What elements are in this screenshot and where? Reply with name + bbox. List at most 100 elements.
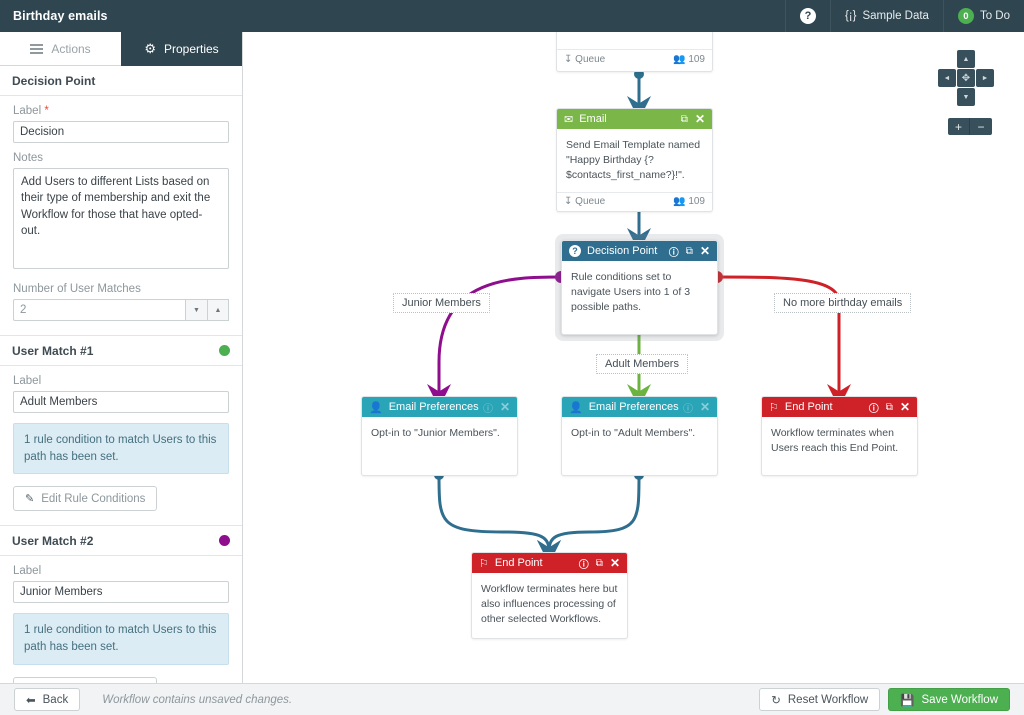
panel-section-title: Decision Point [0,66,242,96]
download-arrow-icon: ↧ [564,196,573,208]
user-match-1-label-caption: Label [13,375,42,387]
info-icon[interactable]: ⓘ [682,403,693,415]
back-button[interactable]: ⬅ Back [14,688,81,711]
node-decision-body: Rule conditions set to navigate Users in… [571,271,691,314]
node-partial-top[interactable]: ↧ Queue 👥 109 [556,32,713,72]
braces-icon: {¡} [844,10,857,22]
pan-center-icon[interactable]: ✥ [957,69,975,87]
edge-label-adult-members[interactable]: Adult Members [596,354,688,374]
users-icon: 👥 [673,196,686,208]
pan-right-button[interactable]: ► [976,69,994,87]
hamburger-icon [30,42,44,56]
pan-left-button[interactable]: ◄ [938,69,956,87]
header-spacer [108,0,785,32]
divider-1 [0,335,242,336]
node-decision-title: Decision Point [587,245,658,257]
label-input[interactable] [13,121,229,143]
zoom-controls: + − [948,118,992,135]
tab-actions[interactable]: Actions [0,32,121,66]
stepper-up-icon[interactable]: ▲ [207,299,229,321]
user-icon: 👤 [569,401,583,414]
question-mark-icon: ? [569,245,581,257]
user-match-1-edit-rules-button[interactable]: ✎ Edit Rule Conditions [13,486,158,512]
stepper-down-icon[interactable]: ▼ [185,299,207,321]
todo-label: To Do [979,10,1010,22]
node-prefs-junior-body: Opt-in to "Junior Members". [371,427,500,439]
node-email[interactable]: ✉ Email ⧉ ✕ Send Email Template named "H… [556,108,713,212]
page-title: Birthday emails [13,9,108,23]
user-icon: 👤 [369,401,383,414]
unsaved-changes-message: Workflow contains unsaved changes. [102,693,293,706]
node-email-preferences-junior[interactable]: 👤 Email Preferences ⓘ ✕ Opt-in to "Junio… [361,396,518,476]
user-match-2-color-dot [219,535,230,547]
copy-icon[interactable]: ⧉ [885,401,893,413]
sample-data-button[interactable]: {¡} Sample Data [829,0,943,32]
email-queue-count: 109 [688,196,705,208]
node-email-title: Email [579,113,607,125]
back-label: Back [42,693,69,706]
info-icon[interactable]: ⓘ [868,403,879,415]
node-end-point-right[interactable]: ⚐ End Point ⓘ ⧉ ✕ Workflow terminates wh… [761,396,918,476]
user-match-2-title: User Match #2 [12,533,94,548]
required-asterisk: * [44,105,49,117]
user-match-2-label-caption: Label [13,565,42,578]
node-decision-point[interactable]: ? Decision Point ⓘ ⧉ ✕ Rule conditions s… [561,240,718,335]
help-button[interactable]: ? [784,0,830,32]
info-icon[interactable]: ⓘ [668,247,679,259]
node-endpoint-right-actions: ⓘ ⧉ ✕ [869,400,910,415]
node-email-preferences-adult[interactable]: 👤 Email Preferences ⓘ ✕ Opt-in to "Adult… [561,396,718,476]
workflow-canvas[interactable]: ↧ Queue 👥 109 ✉ Email ⧉ ✕ Send Email Tem… [243,32,1024,683]
pan-down-button[interactable]: ▼ [957,88,975,106]
divider-2 [0,525,242,527]
section-title-text: Decision Point [12,73,96,88]
matches-input[interactable] [13,299,185,321]
pan-up-button[interactable]: ▲ [957,50,975,68]
node-endpoint-bottom-body: Workflow terminates here but also influe… [481,583,618,626]
edge-label-junior-members[interactable]: Junior Members [393,293,490,313]
node-decision-header: ? Decision Point ⓘ ⧉ ✕ [562,241,717,261]
partial-queue-count: 109 [688,53,705,65]
properties-panel: Actions ⚙ Properties Decision Point Labe… [0,32,243,683]
close-icon[interactable]: ✕ [499,400,510,414]
close-icon[interactable]: ✕ [699,244,710,258]
copy-icon[interactable]: ⧉ [595,557,603,569]
user-match-1-label-input[interactable] [13,391,229,413]
edge-label-no-more-birthday-emails[interactable]: No more birthday emails [774,293,912,313]
save-workflow-button[interactable]: 💾 Save Workflow [888,688,1010,711]
info-icon[interactable]: ⓘ [482,403,493,415]
close-icon[interactable]: ✕ [699,400,710,414]
user-match-1-label-group: Label [0,375,242,413]
user-match-2-edit-rules-button[interactable]: ✎ Edit Rule Conditions [13,676,158,683]
save-label: Save Workflow [921,693,998,706]
download-arrow-icon: ↧ [564,53,573,65]
user-match-1-color-dot [219,345,230,356]
node-end-point-bottom[interactable]: ⚐ End Point ⓘ ⧉ ✕ Workflow terminates he… [471,552,628,639]
floppy-disk-icon: 💾 [900,694,915,707]
node-email-body: Send Email Template named "Happy Birthda… [566,139,701,182]
notes-caption: Notes [13,152,44,164]
user-match-1-title: User Match #1 [12,343,94,358]
partial-count-wrap: 👥 109 [673,54,705,65]
node-prefs-junior-header: 👤 Email Preferences ⓘ ✕ [362,397,517,417]
reset-workflow-button[interactable]: ↻ Reset Workflow [759,688,881,711]
matches-field-group: Number of User Matches ▼ ▲ [0,283,242,321]
queue-label-wrap: ↧ Queue [564,54,605,65]
copy-icon[interactable]: ⧉ [685,245,693,257]
zoom-out-button[interactable]: − [970,118,992,135]
info-icon[interactable]: ⓘ [578,559,589,571]
copy-icon[interactable]: ⧉ [680,113,688,125]
node-prefs-adult-body: Opt-in to "Adult Members". [571,427,696,439]
node-endpoint-right-header: ⚐ End Point ⓘ ⧉ ✕ [762,397,917,417]
user-match-2-label-input[interactable] [13,581,229,604]
zoom-in-button[interactable]: + [948,118,970,135]
tab-properties[interactable]: ⚙ Properties [121,32,242,66]
close-icon[interactable]: ✕ [899,400,910,414]
node-prefs-junior-actions: ⓘ ✕ [483,400,510,415]
todo-button[interactable]: 0 To Do [942,0,1024,32]
notes-textarea[interactable] [13,168,229,269]
envelope-icon: ✉ [564,113,574,126]
tab-properties-label: Properties [163,41,219,56]
close-icon[interactable]: ✕ [694,112,705,126]
close-icon[interactable]: ✕ [609,556,620,570]
